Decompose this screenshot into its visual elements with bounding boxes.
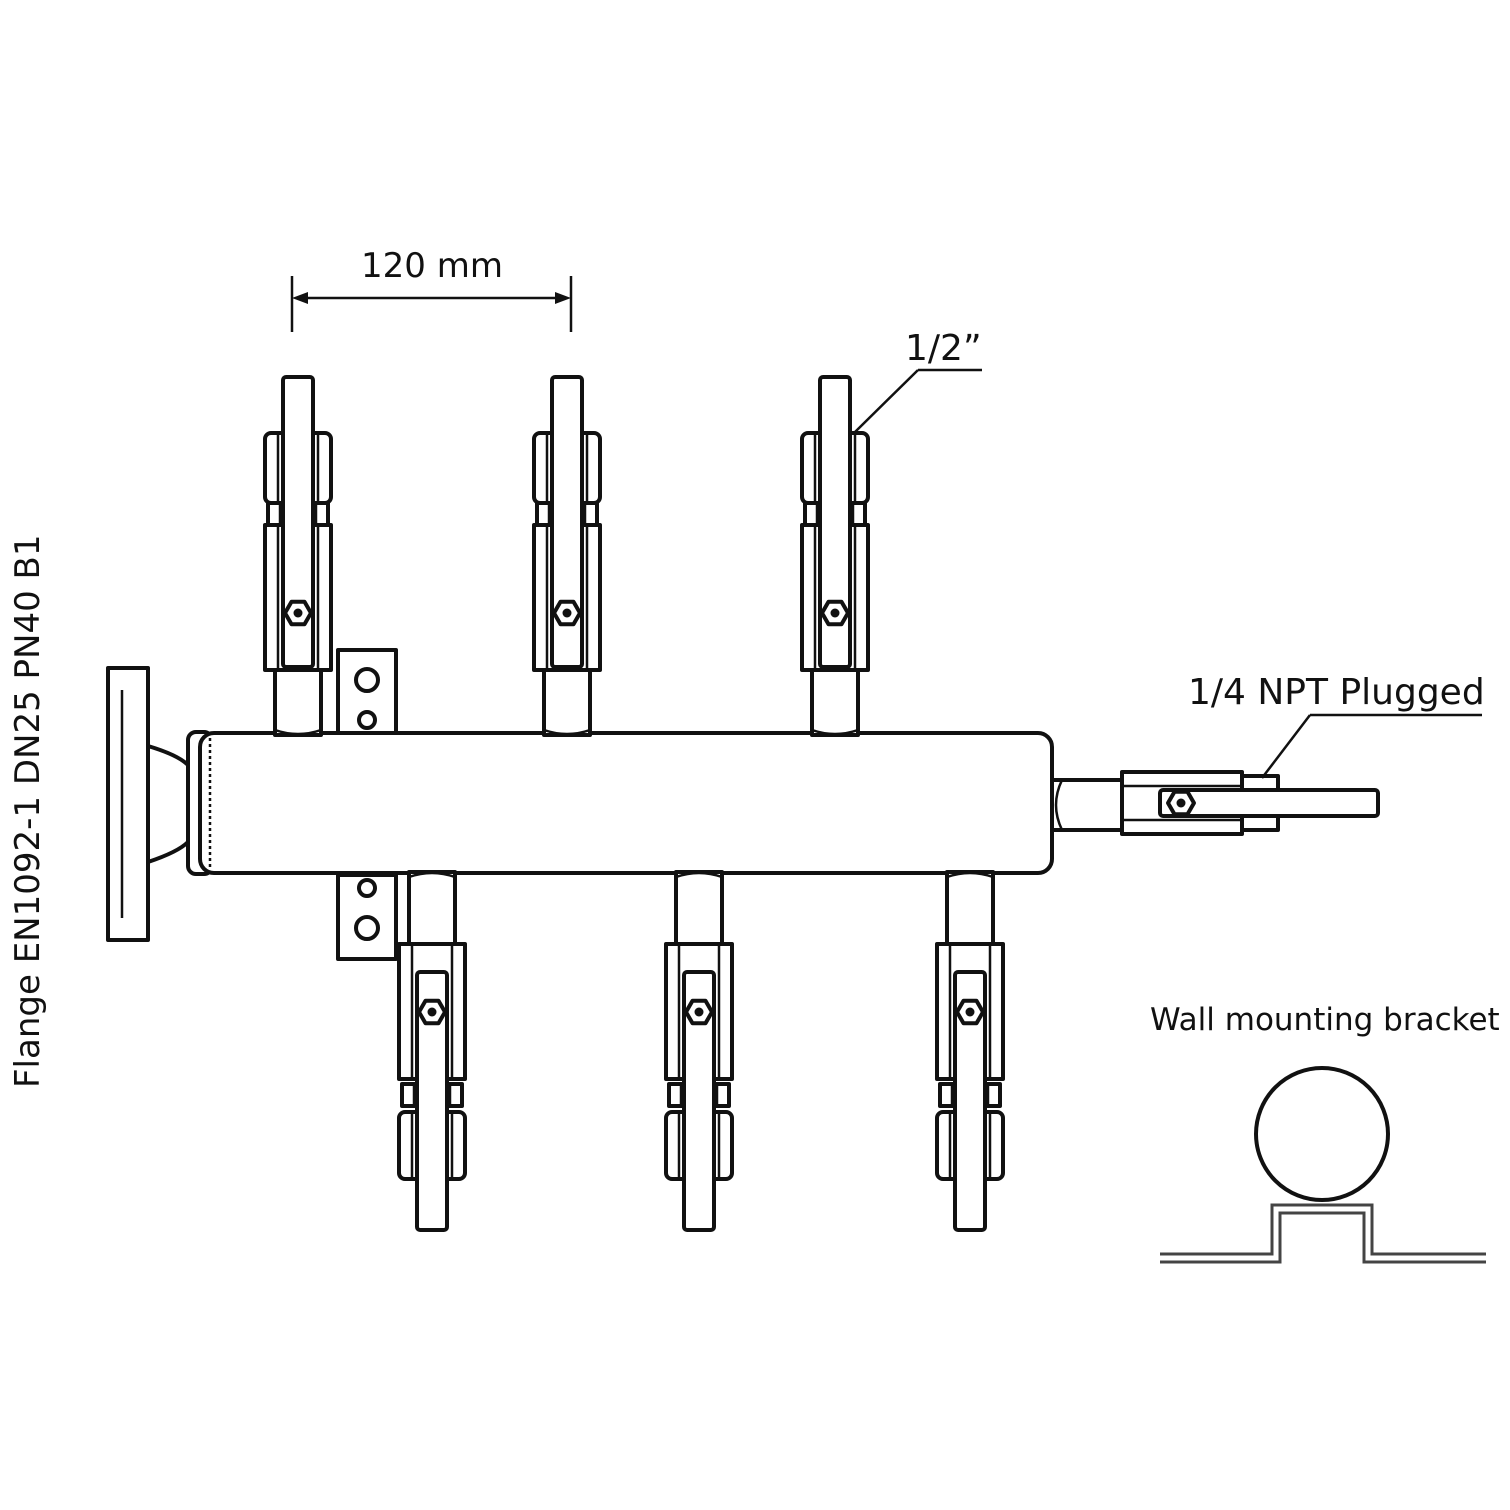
- top-valve-2: [532, 375, 602, 737]
- dimension-120mm: [290, 276, 573, 332]
- end-port-leader: [1261, 714, 1311, 779]
- flange: [106, 666, 214, 942]
- spacing-label: 120 mm: [361, 246, 503, 286]
- bottom-valve-3: [935, 870, 1005, 1232]
- end-port-label: 1/4 NPT Plugged: [1188, 672, 1485, 713]
- end-valve: [1120, 770, 1380, 836]
- mounting-bracket-bottom: [336, 873, 398, 961]
- port-size-leader: [854, 369, 919, 433]
- mounting-bracket-top: [336, 648, 398, 736]
- manifold-body: [198, 731, 1124, 875]
- top-valve-1: [263, 375, 333, 737]
- bracket-detail: [1160, 1066, 1486, 1264]
- bracket-label: Wall mounting bracket: [1150, 1002, 1500, 1038]
- bottom-valve-2: [664, 870, 734, 1232]
- bottom-valve-1: [397, 870, 467, 1232]
- port-size-label: 1/2”: [905, 328, 982, 369]
- flange-label: Flange EN1092-1 DN25 PN40 B1: [8, 535, 48, 1089]
